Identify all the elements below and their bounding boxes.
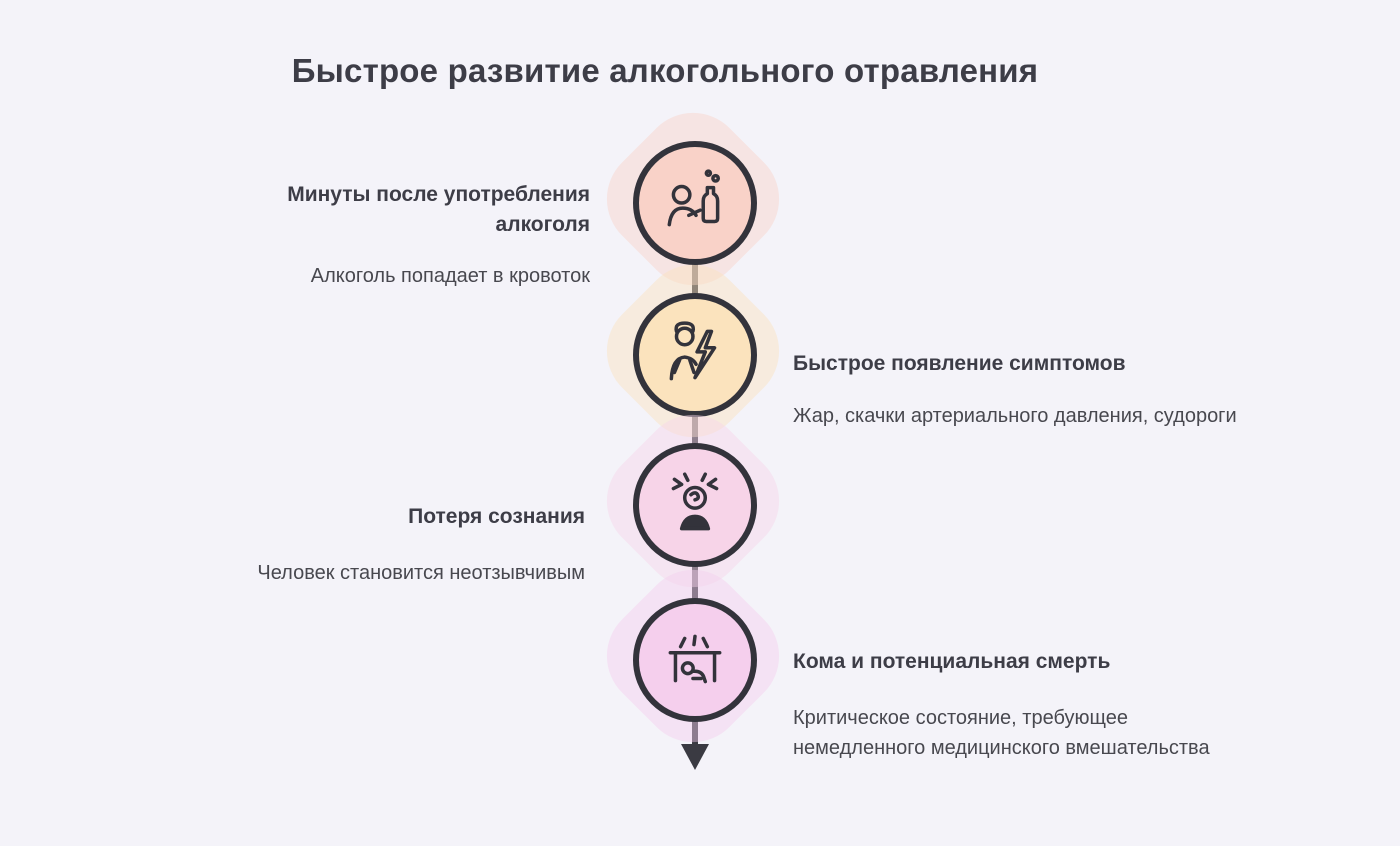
step-4-heading: Кома и потенциальная смерть <box>793 650 1111 673</box>
person-lightning-icon <box>669 321 717 381</box>
page-title: Быстрое развитие алкогольного отравления <box>291 52 1039 89</box>
step-4-circle <box>633 598 757 722</box>
timeline-arrow-icon <box>681 744 709 770</box>
step-3-node <box>585 393 801 609</box>
step-4-text: Кома и потенциальная смерть Критическое … <box>793 647 1218 763</box>
step-1-heading: Минуты после употребления алкоголя <box>287 183 590 237</box>
step-2-body: Жар, скачки артериального давления, судо… <box>793 405 1237 428</box>
step-3-circle <box>633 443 757 567</box>
step-3-body: Человек становится неотзывчивым <box>257 562 585 585</box>
dizzy-person-icon <box>671 472 719 531</box>
step-2-heading: Быстрое появление симптомов <box>793 352 1126 375</box>
step-1-circle <box>633 141 757 265</box>
step-4-body: Критическое состояние, требующее немедле… <box>793 707 1210 760</box>
step-2-text: Быстрое появление симптомов Жар, скачки … <box>793 349 1253 431</box>
step-4-node <box>585 548 801 764</box>
step-1-body: Алкоголь попадает в кровоток <box>310 264 590 287</box>
step-3-heading: Потеря сознания <box>408 505 585 528</box>
step-1-node <box>585 91 801 307</box>
step-2-node <box>585 243 801 459</box>
step-3-text: Потеря сознания Человек становится неотз… <box>205 502 585 588</box>
person-drinking-bottle-icon <box>667 169 720 227</box>
step-2-circle <box>633 293 757 417</box>
collapsed-person-icon <box>668 634 722 684</box>
step-1-text: Минуты после употребления алкоголя Алког… <box>210 180 590 291</box>
